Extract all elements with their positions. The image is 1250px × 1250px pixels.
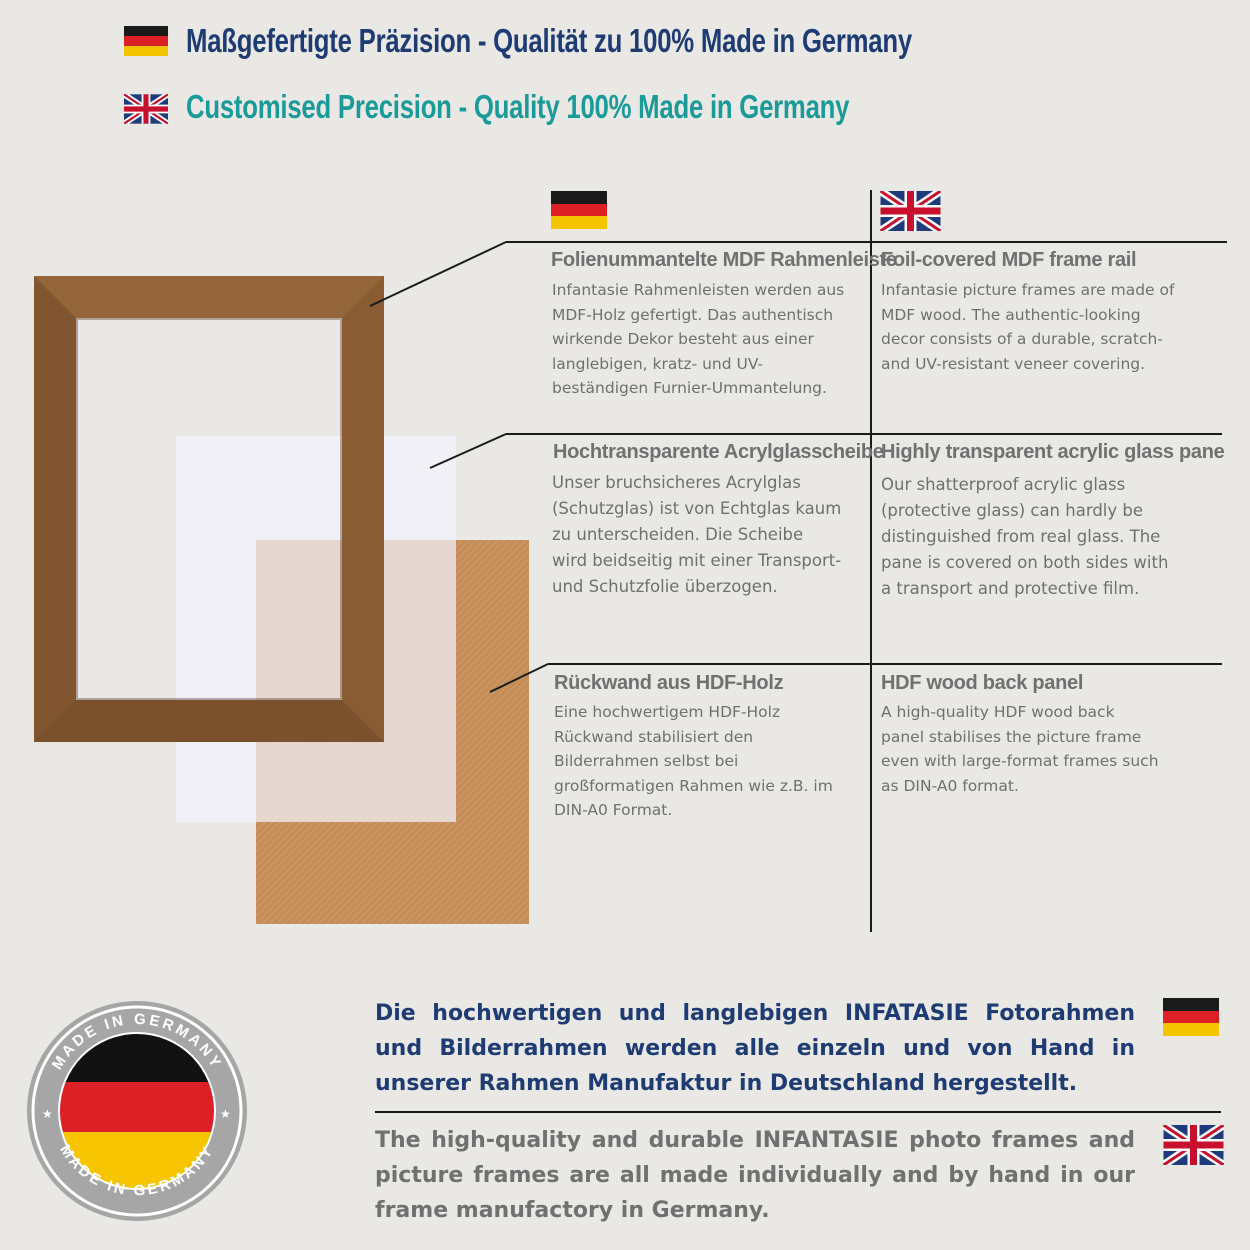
footer-divider <box>375 1111 1221 1113</box>
german-flag-icon <box>124 26 168 56</box>
acrylic-glass-pane <box>176 436 456 822</box>
table-row-divider <box>506 241 1227 243</box>
section-body-de: Unser bruchsicheres Acrylglas (Schutzgla… <box>552 473 842 596</box>
section-title-en: Highly transparent acrylic glass pane <box>881 441 1225 463</box>
footer-german-flag-icon <box>1163 998 1219 1037</box>
section-body-en: Infantasie picture frames are made of MD… <box>881 281 1175 373</box>
section-body-en: Our shatterproof acrylic glass (protecti… <box>881 475 1169 598</box>
section-title-en: HDF wood back panel <box>881 672 1084 694</box>
table-row-divider <box>548 663 1222 665</box>
table-row-divider <box>506 433 1222 435</box>
table-uk-flag-icon <box>880 191 941 231</box>
section-body-en: A high-quality HDF wood back panel stabi… <box>881 703 1159 795</box>
footer-text-en: The high-quality and durable INFANTASIE … <box>375 1128 1135 1223</box>
section-title-en: Foil-covered MDF frame rail <box>881 249 1137 271</box>
made-in-germany-badge: MADE IN GERMANY MADE IN GERMANY ★ ★ <box>27 1001 247 1221</box>
table-german-flag-icon <box>551 191 607 230</box>
header-title-en: Customised Precision - Quality 100% Made… <box>186 88 850 125</box>
footer-uk-flag-icon <box>1163 1125 1224 1165</box>
uk-flag-icon <box>124 94 168 124</box>
section-body-de: Infantasie Rahmenleisten werden aus MDF-… <box>552 281 845 397</box>
section-title-de: Hochtransparente Acrylglasscheibe <box>553 441 884 463</box>
badge-star-icon: ★ <box>42 1107 53 1121</box>
wooden-frame <box>34 276 384 742</box>
table-column-divider <box>870 190 872 932</box>
section-title-de: Folienummantelte MDF Rahmenleiste <box>551 249 897 271</box>
header-title-de: Maßgefertigte Präzision - Qualität zu 10… <box>186 22 912 59</box>
section-title-de: Rückwand aus HDF-Holz <box>554 672 784 694</box>
badge-star-icon: ★ <box>220 1107 231 1121</box>
section-body-de: Eine hochwertigem HDF-Holz Rückwand stab… <box>554 703 833 819</box>
footer-text-de: Die hochwertigen und langlebigen INFATAS… <box>375 1001 1135 1096</box>
